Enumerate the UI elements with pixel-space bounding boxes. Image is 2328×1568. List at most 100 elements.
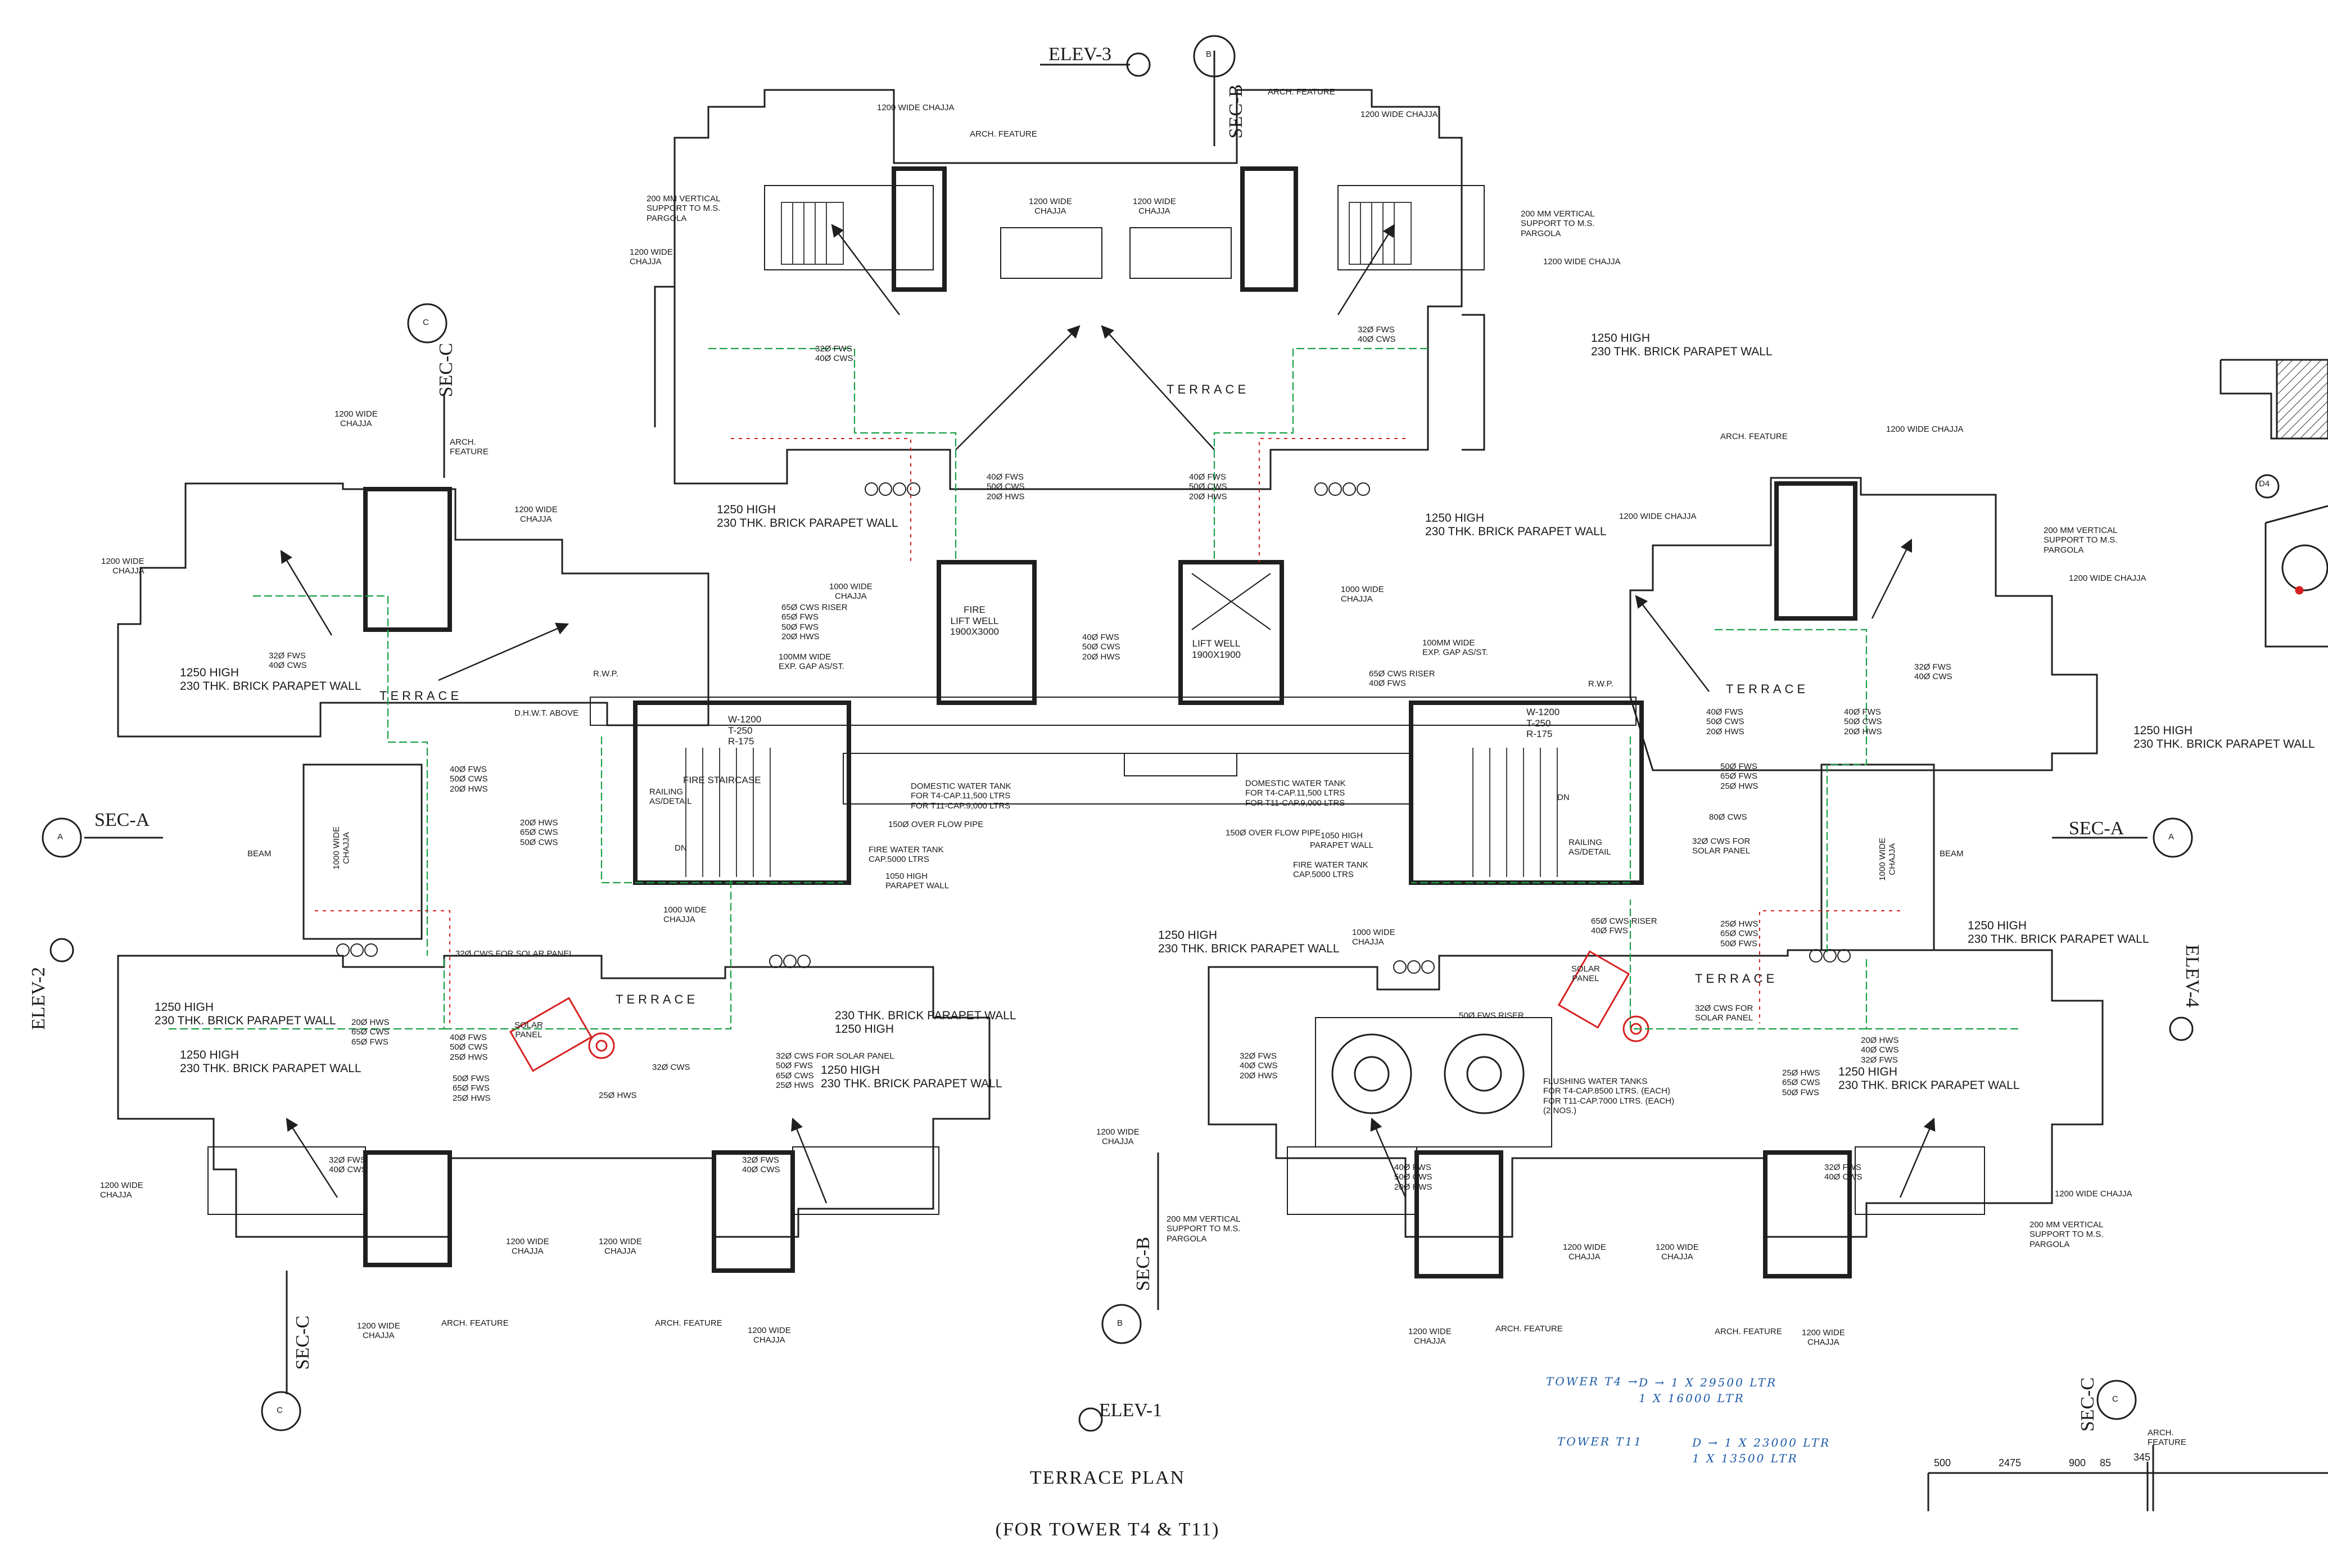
right-wing bbox=[1208, 477, 2104, 1278]
chajja-core-right-2: 1000 WIDE CHAJJA bbox=[1352, 928, 1395, 947]
pipes-right-bottom-3: 20ø HWS 40ø CWS 32ø FWS bbox=[1861, 1036, 1899, 1065]
pipes-left-bottom-2: 40ø FWS 50ø CWS 25ø HWS bbox=[450, 1033, 488, 1062]
sec-b-bubble-bottom: B bbox=[1117, 1318, 1123, 1328]
terrace-plan-drawing bbox=[42, 35, 2328, 1511]
pergola-support-top-right: 200 MM VERTICAL SUPPORT TO M.S. PARGOLA bbox=[1521, 209, 1595, 238]
fws-pipe-network bbox=[315, 438, 1900, 1023]
parapet-left-bottom-1: 1250 HIGH 230 THK. BRICK PARAPET WALL bbox=[155, 1001, 336, 1028]
pipes-core-left: 20ø HWS 65ø CWS 50ø CWS bbox=[520, 818, 558, 847]
cws-32-left: 32ø CWS bbox=[652, 1063, 690, 1072]
pipes-top-left: 32ø FWS 40ø CWS bbox=[815, 344, 853, 364]
rwp-right: R.W.P. bbox=[1588, 679, 1613, 689]
arch-feature-left-bottom-2: ARCH. FEATURE bbox=[655, 1318, 722, 1328]
top-terrace-arrows bbox=[831, 224, 1395, 450]
pipes-right-mid: 50ø FWS 65ø FWS 25ø HWS bbox=[1720, 762, 1759, 791]
cws-solar-left: 32ø CWS FOR SOLAR PANEL bbox=[455, 949, 574, 959]
cws-80-right: 80ø CWS bbox=[1709, 812, 1747, 822]
pipes-core-centre: 40ø FWS 50ø CWS 20ø HWS bbox=[1082, 632, 1120, 662]
terrace-right-top: TERRACE bbox=[1726, 682, 1809, 696]
chajja-label-top-5: 1200 WIDE CHAJJA bbox=[630, 247, 673, 267]
chajja-right-bottom-2: 1200 WIDE CHAJJA bbox=[1563, 1242, 1606, 1262]
pipes-left-bottom-4: 32ø CWS FOR SOLAR PANEL 50ø FWS 65ø CWS … bbox=[776, 1051, 894, 1090]
beam-left: BEAM bbox=[247, 849, 272, 858]
solar-panel-left: SOLAR PANEL bbox=[514, 1020, 543, 1040]
chajja-left-bottom-3: 1200 WIDE CHAJJA bbox=[599, 1237, 642, 1257]
handwritten-tower11-label: TOWER T11 bbox=[1557, 1435, 1643, 1448]
fws-riser-right: 50ø FWS RISER bbox=[1459, 1011, 1524, 1020]
sec-a-left-label: SEC-A bbox=[94, 810, 150, 830]
pipes-left-bottom-5: 32ø FWS 40ø CWS bbox=[742, 1155, 780, 1175]
terrace-left-bottom: TERRACE bbox=[616, 992, 699, 1006]
detail-fragment bbox=[1927, 359, 2328, 1511]
chajja-label-top-6: 1200 WIDE CHAJJA bbox=[1543, 257, 1621, 266]
railing-left: RAILING AS/DETAIL bbox=[649, 787, 692, 807]
parapet-right-top: 1250 HIGH 230 THK. BRICK PARAPET WALL bbox=[2133, 724, 2315, 751]
parapet-left-top: 1250 HIGH 230 THK. BRICK PARAPET WALL bbox=[180, 666, 361, 693]
chajja-right-3: 1200 WIDE CHAJJA bbox=[2069, 573, 2146, 583]
parapet-top-left: 1250 HIGH 230 THK. BRICK PARAPET WALL bbox=[717, 503, 898, 530]
pipes-right-bottom-1: 32ø FWS 40ø CWS 20ø HWS bbox=[1240, 1051, 1278, 1081]
parapet-top-right-2: 1250 HIGH 230 THK. BRICK PARAPET WALL bbox=[1425, 512, 1607, 539]
chajja-left-bottom-1: 1200 WIDE CHAJJA bbox=[100, 1181, 143, 1200]
elev1-label: ELEV-1 bbox=[1099, 1400, 1163, 1421]
chajja-left-2: 1200 WIDE CHAJJA bbox=[514, 505, 558, 525]
dimension-3: 900 bbox=[2069, 1457, 2086, 1468]
sec-a-right-label: SEC-A bbox=[2069, 818, 2124, 839]
hws-25-left: 25ø HWS bbox=[599, 1091, 637, 1100]
dn-right: DN bbox=[1557, 793, 1570, 802]
chajja-left-vertical: 1000 WIDE CHAJJA bbox=[332, 826, 351, 870]
chajja-right-1: 1200 WIDE CHAJJA bbox=[1886, 424, 1964, 434]
tread-right: W-1200 T-250 R-175 bbox=[1526, 707, 1560, 740]
dimension-4: 85 bbox=[2100, 1457, 2112, 1468]
fire-tank-right: FIRE WATER TANK CAP.5000 LTRS bbox=[1293, 860, 1368, 880]
chajja-core-right: 1000 WIDE CHAJJA bbox=[1341, 585, 1384, 604]
parapet-1050-left: 1050 HIGH PARAPET WALL bbox=[885, 871, 950, 891]
pergola-support-bottom-left: 200 MM VERTICAL SUPPORT TO M.S. PARGOLA bbox=[1167, 1214, 1241, 1244]
pipes-right-top-3: 40ø FWS 50ø CWS 20ø HWS bbox=[1706, 707, 1744, 736]
solar-panel-right: SOLAR PANEL bbox=[1571, 964, 1600, 984]
sec-c-bubble-right: C bbox=[2112, 1394, 2118, 1404]
pipes-left-bottom-1: 20ø HWS 65ø CWS 65ø FWS bbox=[351, 1018, 390, 1047]
section-bubbles bbox=[42, 35, 2194, 1432]
parapet-left-bottom-3: 230 THK. BRICK PARAPET WALL 1250 HIGH bbox=[835, 1009, 1016, 1036]
chajja-label-top-2: 1200 WIDE CHAJJA bbox=[1360, 110, 1438, 119]
dn-left: DN bbox=[675, 843, 687, 853]
terrace-top: TERRACE bbox=[1167, 382, 1250, 396]
arch-feature-left: ARCH. FEATURE bbox=[450, 437, 489, 457]
pipes-left-bottom-3: 50ø FWS 65ø FWS 25ø HWS bbox=[453, 1074, 491, 1103]
chajja-left-bottom-2: 1200 WIDE CHAJJA bbox=[506, 1237, 549, 1257]
pipes-right-bottom-4: 32ø FWS 40ø CWS bbox=[1824, 1163, 1863, 1182]
pipes-right-bottom-2: 25ø HWS 65ø CWS 50ø FWS bbox=[1782, 1068, 1820, 1097]
top-wing bbox=[654, 89, 1485, 490]
arch-feature-left-bottom-1: ARCH. FEATURE bbox=[441, 1318, 509, 1328]
terrace-left-top: TERRACE bbox=[379, 689, 463, 703]
arch-feature-top-1: ARCH. FEATURE bbox=[970, 129, 1037, 139]
chajja-right-bottom-5: 1200 WIDE CHAJJA bbox=[1802, 1328, 1845, 1348]
chajja-core-left: 1000 WIDE CHAJJA bbox=[829, 582, 873, 602]
chajja-left-3: 1200 WIDE CHAJJA bbox=[101, 557, 144, 576]
pergola-support-right: 200 MM VERTICAL SUPPORT TO M.S. PARGOLA bbox=[2044, 526, 2118, 555]
fire-lift-well: FIRE LIFT WELL 1900X3000 bbox=[950, 604, 999, 638]
arch-feature-right-bottom-2: ARCH. FEATURE bbox=[1715, 1327, 1782, 1336]
chajja-right-2: 1200 WIDE CHAJJA bbox=[1619, 512, 1697, 521]
dimension-5: 345 bbox=[2133, 1452, 2151, 1463]
pipes-top-right: 32ø FWS 40ø CWS bbox=[1358, 325, 1396, 345]
pergola-support-bottom-right: 200 MM VERTICAL SUPPORT TO M.S. PARGOLA bbox=[2029, 1220, 2104, 1249]
drawing-title: TERRACE PLAN (FOR TOWER T4 & T11) bbox=[967, 1439, 1248, 1568]
pipes-left-mid: 40ø FWS 50ø CWS 20ø HWS bbox=[450, 765, 488, 794]
handwritten-tower11-values: D → 1 X 23000 LTR 1 X 13500 LTR bbox=[1692, 1436, 1831, 1465]
chajja-centre-bottom: 1200 WIDE CHAJJA bbox=[1096, 1127, 1140, 1147]
chajja-left-bottom-5: 1200 WIDE CHAJJA bbox=[748, 1326, 791, 1345]
tread-left: W-1200 T-250 R-175 bbox=[728, 714, 762, 747]
rwp-left: R.W.P. bbox=[593, 669, 618, 679]
chajja-label-top-3: 1200 WIDE CHAJJA bbox=[1029, 197, 1072, 216]
domestic-tank-left: DOMESTIC WATER TANK FOR T4-CAP.11,500 LT… bbox=[911, 781, 1011, 811]
flushing-water-tanks bbox=[1315, 1017, 1552, 1147]
beam-right: BEAM bbox=[1940, 849, 1964, 858]
pipes-left-bottom-6: 32ø FWS 40ø CWS bbox=[329, 1155, 367, 1175]
chajja-right-bottom-4: 1200 WIDE CHAJJA bbox=[1408, 1327, 1452, 1346]
cws-riser-right-2: 65ø CWS RISER 40ø FWS bbox=[1591, 916, 1657, 936]
fire-staircase-label: FIRE STAIRCASE bbox=[683, 775, 761, 785]
dhwt-above: D.H.W.T. ABOVE bbox=[514, 708, 579, 718]
riser-clusters bbox=[336, 482, 1851, 974]
